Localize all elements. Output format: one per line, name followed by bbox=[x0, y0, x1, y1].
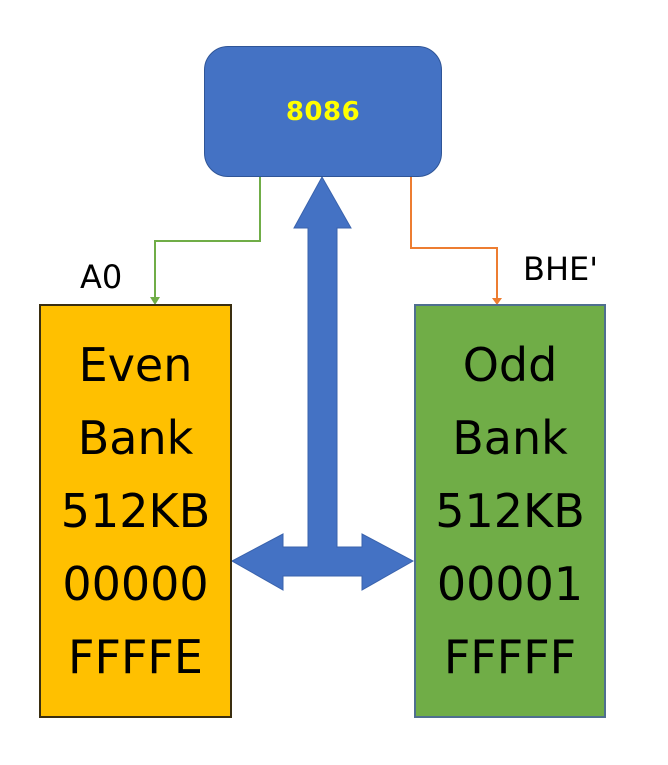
odd-bank-start-address: 00001 bbox=[436, 556, 584, 611]
odd-bank-title: Odd bbox=[462, 337, 558, 392]
odd-bank-block: Odd Bank 512KB 00001 FFFFF bbox=[414, 304, 606, 718]
bhe-label: BHE' bbox=[523, 250, 599, 288]
even-bank-size: 512KB bbox=[60, 483, 211, 538]
a0-label: A0 bbox=[80, 258, 123, 296]
odd-bank-size: 512KB bbox=[435, 483, 585, 538]
odd-bank-subtitle: Bank bbox=[452, 410, 568, 465]
a0-signal-line bbox=[154, 177, 261, 298]
a0-arrowhead-icon bbox=[150, 297, 160, 305]
bhe-signal-line bbox=[410, 177, 498, 299]
even-bank-subtitle: Bank bbox=[77, 410, 194, 465]
cpu-8086-block: 8086 bbox=[204, 46, 442, 177]
data-bus-arrow-icon bbox=[230, 175, 415, 591]
bhe-arrowhead-icon bbox=[492, 298, 502, 305]
odd-bank-end-address: FFFFF bbox=[443, 629, 577, 684]
cpu-label: 8086 bbox=[285, 96, 361, 127]
even-bank-start-address: 00000 bbox=[62, 556, 209, 611]
even-bank-block: Even Bank 512KB 00000 FFFFE bbox=[39, 304, 232, 718]
even-bank-end-address: FFFFE bbox=[68, 629, 203, 684]
even-bank-title: Even bbox=[78, 337, 193, 392]
